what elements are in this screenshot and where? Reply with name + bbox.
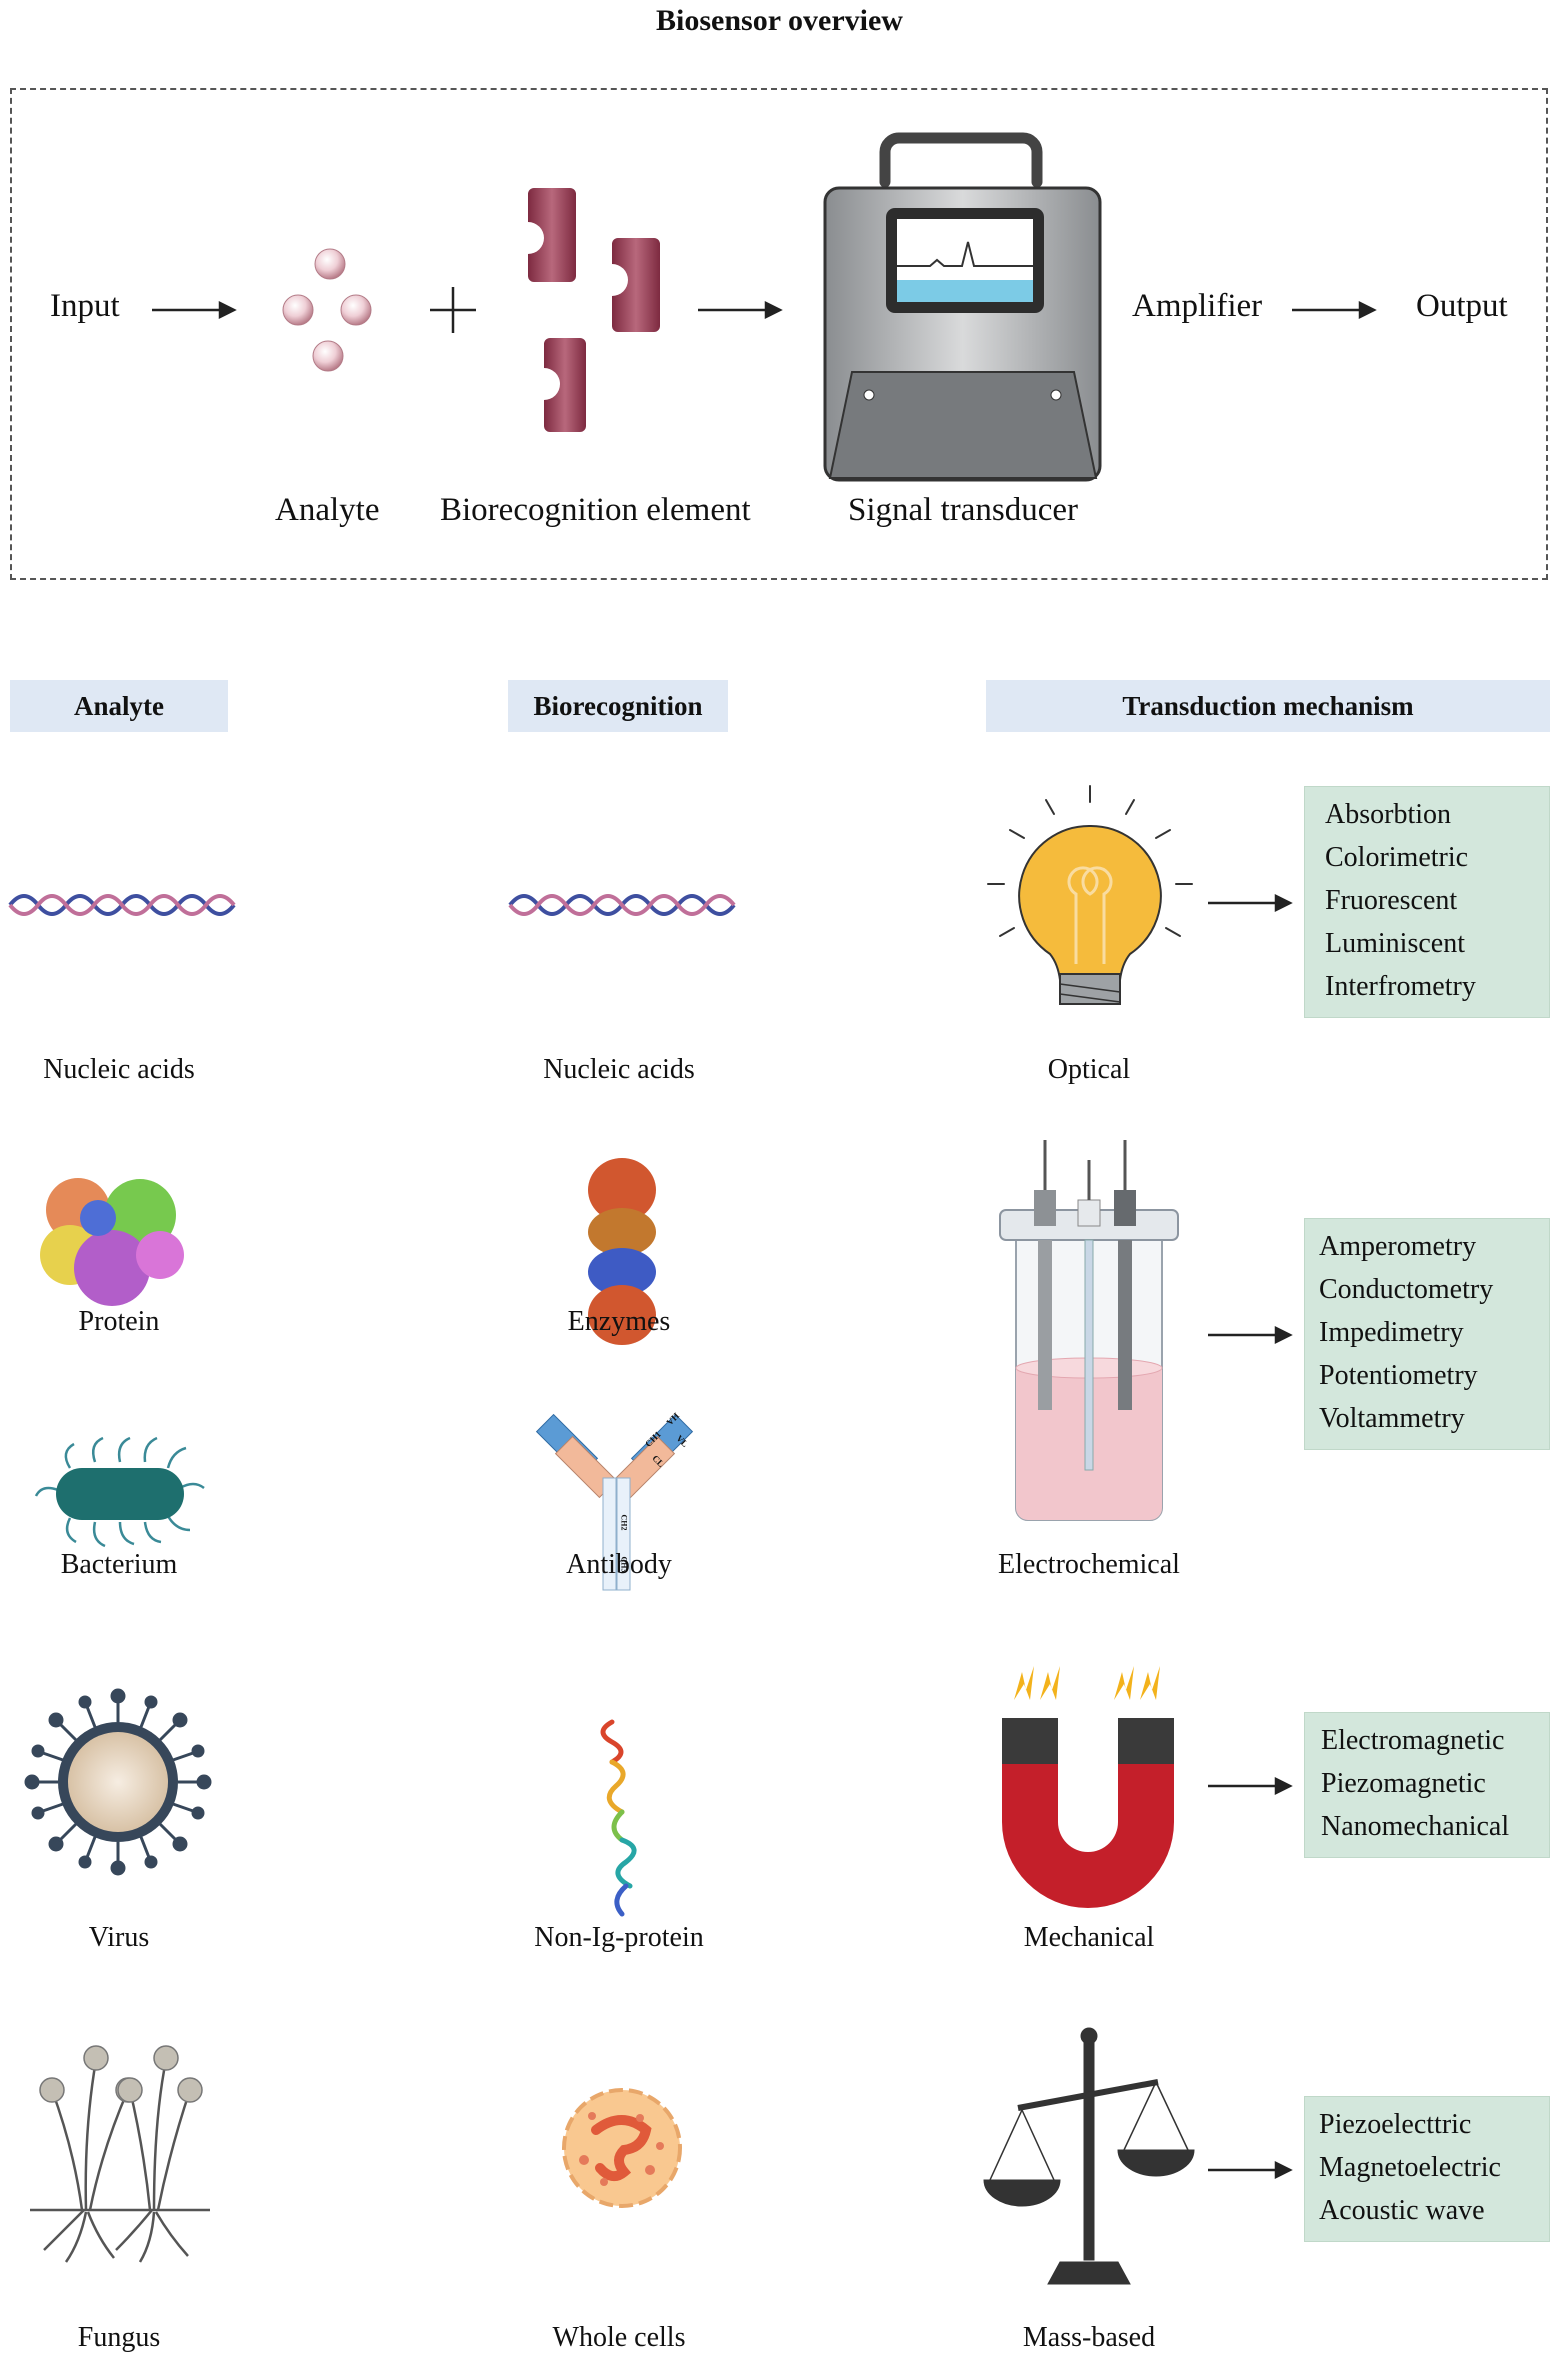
- receptor-blocks-icon: [528, 188, 660, 432]
- analyte-label-bacterium: Bacterium: [60, 1549, 178, 1580]
- method-item: Voltammetry: [1319, 1403, 1465, 1434]
- mass-based-methods-box: Piezoelecttric Magnetoelectric Acoustic …: [1304, 2096, 1550, 2242]
- antibody-icon: [535, 1413, 694, 1591]
- header-transduction: Transduction mechanism: [986, 680, 1550, 732]
- arrow-electrochemical-to-methods: [1208, 1325, 1293, 1345]
- flow-transducer-label: Signal transducer: [848, 492, 1079, 528]
- signal-transducer-device-icon: [823, 132, 1102, 482]
- dna-helix-analyte-icon: [8, 894, 236, 916]
- biorecognition-label-nucleic-acids: Nucleic acids: [543, 1054, 695, 1085]
- mechanical-methods-box: Electromagnetic Piezomagnetic Nanomechan…: [1304, 1712, 1550, 1858]
- arrow-input-to-analyte: [152, 300, 237, 320]
- electrochemical-methods-box: Amperometry Conductometry Impedimetry Po…: [1304, 1218, 1550, 1450]
- light-bulb-icon: [987, 785, 1193, 1005]
- method-item: Interfrometry: [1325, 971, 1476, 1002]
- method-item: Impedimetry: [1319, 1317, 1464, 1348]
- analyte-spheres-icon: [282, 248, 372, 372]
- protein-icon: [40, 1178, 184, 1306]
- method-item: Piezoelecttric: [1319, 2109, 1472, 2140]
- transduction-label-electrochemical: Electrochemical: [998, 1549, 1180, 1580]
- flow-amplifier-label: Amplifier: [1132, 288, 1263, 324]
- fungus-icon: [30, 2045, 210, 2263]
- plus-sign: [430, 287, 476, 333]
- method-item: Nanomechanical: [1321, 1811, 1510, 1842]
- biorecognition-label-antibody: Antibody: [566, 1549, 672, 1580]
- biorecognition-label-non-ig-protein: Non-Ig-protein: [534, 1922, 704, 1953]
- method-item: Amperometry: [1319, 1231, 1477, 1262]
- method-item: Luminiscent: [1325, 928, 1465, 959]
- magnet-icon: [1002, 1666, 1174, 1908]
- analyte-label-virus: Virus: [88, 1922, 150, 1953]
- transduction-label-mechanical: Mechanical: [1023, 1922, 1155, 1953]
- non-ig-protein-icon: [600, 1719, 637, 1917]
- header-biorecognition: Biorecognition: [508, 680, 728, 732]
- balance-scale-icon: [983, 2027, 1195, 2285]
- arrow-amplifier-to-output: [1292, 300, 1377, 320]
- method-item: Conductometry: [1319, 1274, 1494, 1305]
- transduction-label-mass-based: Mass-based: [1022, 2322, 1156, 2353]
- arrow-receptor-to-transducer: [698, 300, 783, 320]
- method-item: Potentiometry: [1319, 1360, 1478, 1391]
- figure-title: Biosensor overview: [656, 4, 903, 37]
- antibody-label-ch2: CH2: [619, 1514, 629, 1531]
- method-item: Piezomagnetic: [1321, 1768, 1486, 1799]
- flow-biorecognition-label: Biorecognition element: [440, 492, 751, 528]
- analyte-label-fungus: Fungus: [77, 2322, 161, 2353]
- analyte-label-nucleic-acids: Nucleic acids: [43, 1054, 195, 1085]
- method-item: Absorbtion: [1325, 799, 1451, 830]
- flow-analyte-label: Analyte: [275, 492, 380, 528]
- flow-output-label: Output: [1416, 288, 1508, 324]
- enzyme-icon: [588, 1158, 656, 1345]
- bacterium-icon: [34, 1436, 205, 1548]
- virus-icon: [24, 1688, 212, 1876]
- method-item: Fruorescent: [1325, 885, 1458, 916]
- method-item: Magnetoelectric: [1319, 2152, 1501, 2183]
- transduction-label-optical: Optical: [1047, 1054, 1131, 1085]
- dna-helix-biorecognition-icon: [508, 894, 736, 916]
- header-analyte: Analyte: [10, 680, 228, 732]
- method-item: Colorimetric: [1325, 842, 1469, 873]
- biorecognition-label-whole-cells: Whole cells: [552, 2322, 686, 2353]
- biorecognition-label-enzymes: Enzymes: [567, 1306, 671, 1337]
- method-item: Electromagnetic: [1321, 1725, 1505, 1756]
- arrow-mass-to-methods: [1208, 2160, 1293, 2180]
- overview-panel: [10, 88, 1548, 580]
- electrochemical-cell-icon: [999, 1140, 1179, 1521]
- arrow-optical-to-methods: [1208, 893, 1293, 913]
- flow-input-label: Input: [50, 288, 120, 324]
- optical-methods-box: Absorbtion Colorimetric Fruorescent Lumi…: [1304, 786, 1550, 1018]
- analyte-label-protein: Protein: [78, 1306, 160, 1337]
- method-item: Acoustic wave: [1319, 2195, 1485, 2226]
- whole-cell-icon: [562, 2088, 682, 2208]
- arrow-mechanical-to-methods: [1208, 1776, 1293, 1796]
